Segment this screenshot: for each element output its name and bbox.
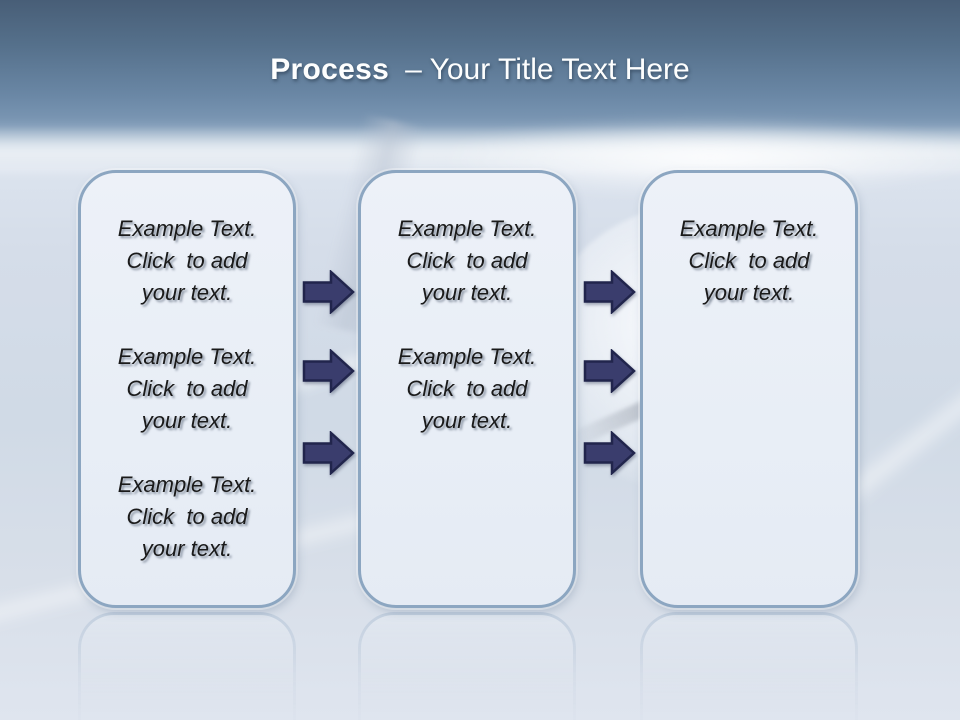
right-arrow-icon [583, 270, 636, 314]
box-reflection-3 [640, 612, 858, 720]
right-arrow-icon [583, 349, 636, 393]
placeholder-line: Click to add [126, 504, 248, 529]
text-placeholder[interactable]: Example Text. Click to add your text. [81, 341, 293, 437]
right-arrow-icon [302, 349, 355, 393]
right-arrow-icon [302, 270, 355, 314]
title-text: – Your Title Text Here [405, 53, 690, 86]
placeholder-line: Example Text. [117, 472, 257, 497]
process-box-2: Example Text. Click to add your text. Ex… [358, 170, 576, 608]
right-arrow-icon [302, 431, 355, 475]
process-box-1: Example Text. Click to add your text. Ex… [78, 170, 296, 608]
placeholder-line: your text. [421, 280, 513, 305]
placeholder-line: your text. [141, 536, 233, 561]
text-placeholder[interactable]: Example Text. Click to add your text. [81, 469, 293, 565]
placeholder-line: Click to add [126, 248, 248, 273]
text-placeholder[interactable]: Example Text. Click to add your text. [361, 341, 573, 437]
placeholder-line: Example Text. [397, 344, 537, 369]
placeholder-line: Click to add [406, 248, 528, 273]
title-keyword: Process [270, 53, 390, 86]
slide-title: Process – Your Title Text Here [0, 52, 960, 88]
placeholder-line: Example Text. [117, 344, 257, 369]
box-reflection-1 [78, 612, 296, 720]
placeholder-line: your text. [141, 408, 233, 433]
text-placeholder[interactable]: Example Text. Click to add your text. [81, 213, 293, 309]
process-box-3: Example Text. Click to add your text. [640, 170, 858, 608]
placeholder-line: your text. [703, 280, 795, 305]
placeholder-line: your text. [141, 280, 233, 305]
text-placeholder[interactable]: Example Text. Click to add your text. [643, 213, 855, 309]
placeholder-line: your text. [421, 408, 513, 433]
cloud-band [0, 124, 960, 176]
placeholder-line: Click to add [126, 376, 248, 401]
placeholder-line: Example Text. [117, 216, 257, 241]
right-arrow-icon [583, 431, 636, 475]
text-placeholder[interactable]: Example Text. Click to add your text. [361, 213, 573, 309]
placeholder-line: Click to add [688, 248, 810, 273]
placeholder-line: Example Text. [397, 216, 537, 241]
box-reflection-2 [358, 612, 576, 720]
placeholder-line: Click to add [406, 376, 528, 401]
placeholder-line: Example Text. [679, 216, 819, 241]
